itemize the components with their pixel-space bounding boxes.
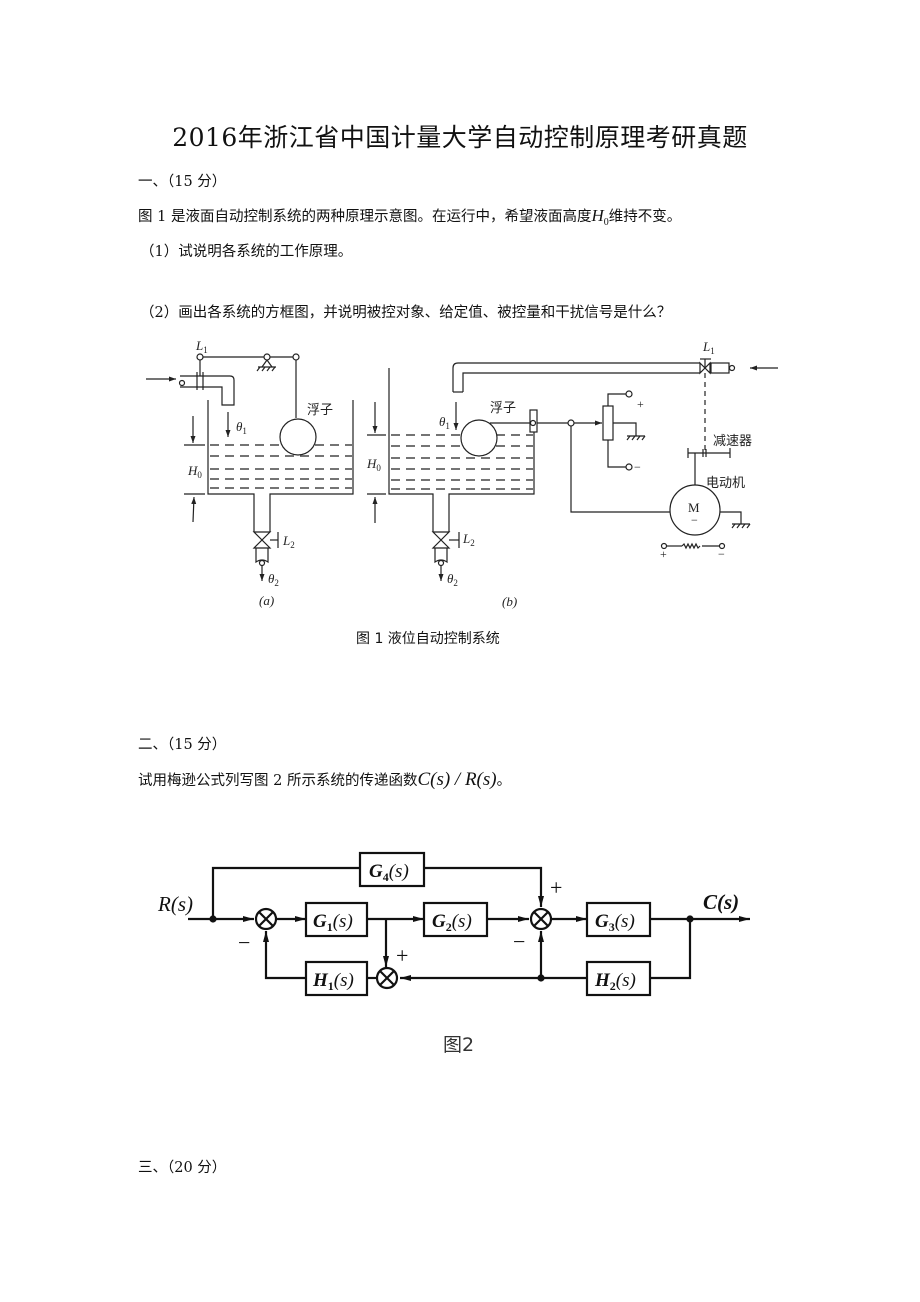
q1-header: 一、（15 分）: [138, 174, 227, 190]
fig1a-valve-in-label: L1: [195, 338, 208, 355]
figure-1-diagram: L1 θ1 浮子 H0 L2 θ2 (a) θ1 浮子 H0 L2 θ2 (b)…: [146, 338, 778, 609]
block-h1-label: H1(s): [312, 970, 354, 993]
fig1a-flow-in-label: θ1: [236, 419, 247, 436]
q1-intro-after: 维持不变。: [608, 209, 682, 225]
sum3-top-sign: +: [550, 875, 562, 900]
figure-1-caption: 图 1 液位自动控制系统: [356, 631, 500, 647]
figure-2-block-diagram: G4(s) G1(s) G2(s) G3(s) H1(s) H2(s) R(s)…: [157, 851, 750, 997]
input-label: R(s): [157, 892, 193, 916]
block-g3: [585, 901, 652, 938]
fig1b-float-label: 浮子: [490, 401, 516, 416]
block-g1: [304, 901, 369, 938]
block-g1-label: G1(s): [313, 911, 353, 934]
q2-prompt: 试用梅逊公式列写图 2 所示系统的传递函数C(s) / R(s)。: [138, 769, 511, 791]
block-g2: [422, 901, 489, 938]
q1-intro: 图 1 是液面自动控制系统的两种原理示意图。在运行中，希望液面高度H0维持不变。: [138, 205, 681, 228]
tank-b: [367, 358, 778, 581]
summing-junction-3: [529, 907, 553, 931]
fig1b-motor-symbol: M: [688, 500, 700, 515]
sum2-top-sign: +: [396, 943, 408, 968]
fig1b-level-label: H0: [366, 456, 381, 473]
fig1b-field-plus: +: [660, 547, 667, 561]
block-h1: [304, 960, 369, 997]
fig1a-float-label: 浮子: [307, 403, 333, 418]
output-label: C(s): [703, 890, 739, 914]
block-g4: [358, 851, 426, 888]
fig1b-motor-minus: −: [691, 513, 698, 527]
fig1b-pot-plus: +: [637, 397, 644, 411]
fig1b-reducer-label: 减速器: [713, 434, 752, 449]
q1-intro-variable: H0: [591, 206, 609, 228]
fig1b-valve-out-label: L2: [462, 531, 475, 548]
block-h2: [585, 960, 652, 997]
fig1a-level-label: H0: [187, 463, 202, 480]
fig1b-flow-out-label: θ2: [447, 571, 458, 588]
fig1b-field-minus: −: [718, 547, 725, 561]
sum1-feedback-sign: −: [238, 930, 250, 955]
sum3-bottom-sign: −: [513, 929, 525, 954]
q3-header: 三、（20 分）: [138, 1160, 227, 1176]
q1-part2: （2）画出各系统的方框图，并说明被控对象、给定值、被控量和干扰信号是什么？: [140, 305, 672, 321]
q2-text-before: 试用梅逊公式列写图 2 所示系统的传递函数: [138, 773, 418, 789]
block-h2-label: H2(s): [594, 970, 636, 993]
q1-part1: （1）试说明各系统的工作原理。: [140, 244, 353, 260]
block-g4-label: G4(s): [369, 861, 409, 884]
fig1b-pot-minus: −: [634, 460, 641, 474]
fig1b-motor-label: 电动机: [706, 476, 745, 491]
q2-header: 二、（15 分）: [138, 737, 227, 753]
fig1a-flow-out-label: θ2: [268, 571, 279, 588]
block-g3-label: G3(s): [595, 911, 635, 934]
fig1a-label: (a): [259, 593, 274, 608]
q1-intro-before: 图 1 是液面自动控制系统的两种原理示意图。在运行中，希望液面高度: [138, 209, 592, 225]
tank-a: [146, 353, 354, 581]
q2-formula: C(s) / R(s): [417, 769, 497, 790]
fig1b-valve-in-label: L1: [702, 339, 715, 356]
q2-text-after: 。: [496, 773, 512, 789]
block-g2-label: G2(s): [432, 911, 472, 934]
figure-2-caption: 图2: [443, 1034, 475, 1056]
fig1a-valve-out-label: L2: [282, 533, 295, 550]
fig1b-label: (b): [502, 594, 517, 609]
fig1b-flow-in-label: θ1: [439, 414, 450, 431]
summing-junction-1: [254, 907, 278, 931]
summing-junction-2: [375, 966, 399, 990]
document-title: 2016年浙江省中国计量大学自动控制原理考研真题: [172, 123, 748, 152]
